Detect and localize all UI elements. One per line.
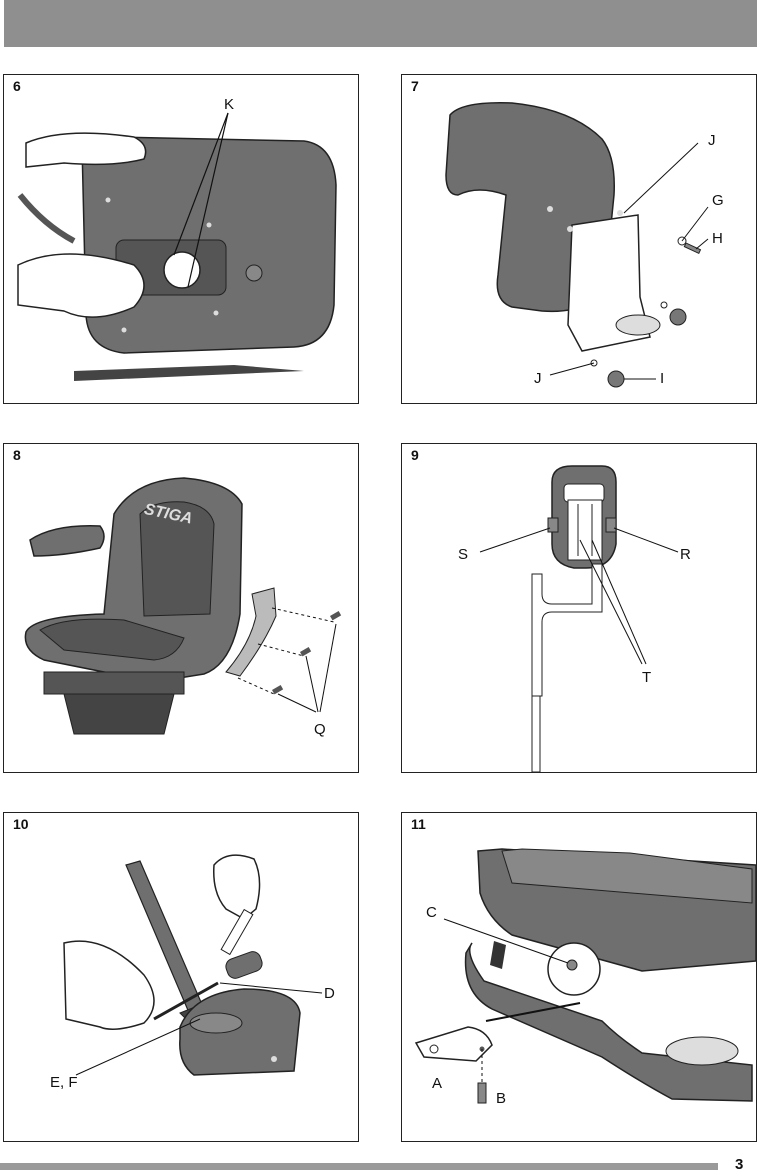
figure-panel-7: 7 J G H J I — [401, 74, 757, 404]
seat-bracket-illustration: J G H J I — [402, 75, 756, 403]
seat-underside-illustration: K — [4, 75, 358, 403]
figure-panel-11: 11 C A B — [401, 812, 757, 1142]
label-t: T — [642, 669, 651, 686]
label-a: A — [432, 1075, 442, 1092]
figure-panel-9: 9 S R T — [401, 443, 757, 773]
label-d: D — [324, 985, 335, 1002]
label-c: C — [426, 904, 437, 921]
label-r: R — [680, 546, 691, 563]
label-q: Q — [314, 721, 326, 738]
label-s: S — [458, 546, 468, 563]
page-number: 3 — [735, 1156, 743, 1173]
seat-bracket-detail-illustration: S R T — [402, 444, 756, 772]
header-bar — [4, 0, 757, 47]
label-g: G — [712, 192, 724, 209]
footer-bar — [0, 1163, 718, 1170]
label-b: B — [496, 1090, 506, 1107]
label-h: H — [712, 230, 723, 247]
label-i: I — [660, 370, 664, 387]
label-k: K — [224, 96, 234, 113]
label-j-top: J — [708, 132, 716, 149]
label-j-bottom: J — [534, 370, 542, 387]
figure-panel-8: 8 STIGA Q — [3, 443, 359, 773]
figure-panel-10: 10 D E, F — [3, 812, 359, 1142]
label-e-f: E, F — [50, 1074, 78, 1091]
gear-knob-illustration: D E, F — [4, 813, 358, 1141]
figure-panel-6: 6 K — [3, 74, 359, 404]
front-bumper-illustration: C A B — [402, 813, 756, 1141]
seat-armrest-illustration: STIGA Q — [4, 444, 358, 772]
